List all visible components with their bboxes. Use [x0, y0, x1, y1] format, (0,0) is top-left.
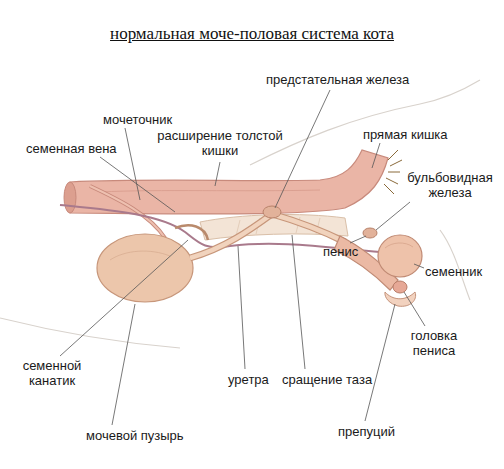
bladder-shade [110, 251, 170, 260]
colon [70, 150, 388, 214]
part-label: головка пениса [398, 328, 470, 358]
part-label: препуций [338, 424, 395, 439]
part-label: уретра [228, 372, 269, 387]
urethra [190, 214, 345, 258]
part-label: расширение толстой кишки [150, 128, 290, 158]
part-label: мочевой пузырь [86, 428, 184, 443]
part-label: сращение таза [282, 372, 372, 387]
body-outline [0, 80, 480, 348]
part-label: предстательная железа [266, 72, 409, 87]
part-label: семенник [425, 264, 482, 279]
prostate [263, 206, 281, 218]
part-label: семенной канатик [12, 358, 92, 388]
urethra-outline [190, 214, 345, 258]
part-label: прямая кишка [363, 127, 448, 142]
prepuce [385, 292, 416, 306]
part-label: пенис [323, 244, 358, 259]
spermatic-cord-loop [175, 225, 208, 240]
diagram-title-box: нормальная моче-половая система кота [0, 24, 504, 44]
colon-shade [100, 190, 320, 192]
testicle [378, 235, 422, 277]
diagram-title: нормальная моче-половая система кота [110, 24, 394, 43]
part-label: бульбовидная железа [400, 170, 500, 200]
testicle-shade [385, 243, 413, 248]
glans [393, 281, 407, 293]
colon-cut [64, 182, 76, 213]
fur-tuft [384, 150, 402, 194]
bladder [97, 234, 193, 302]
part-label: мочеточник [103, 112, 172, 127]
part-label: семенная вена [26, 141, 117, 156]
